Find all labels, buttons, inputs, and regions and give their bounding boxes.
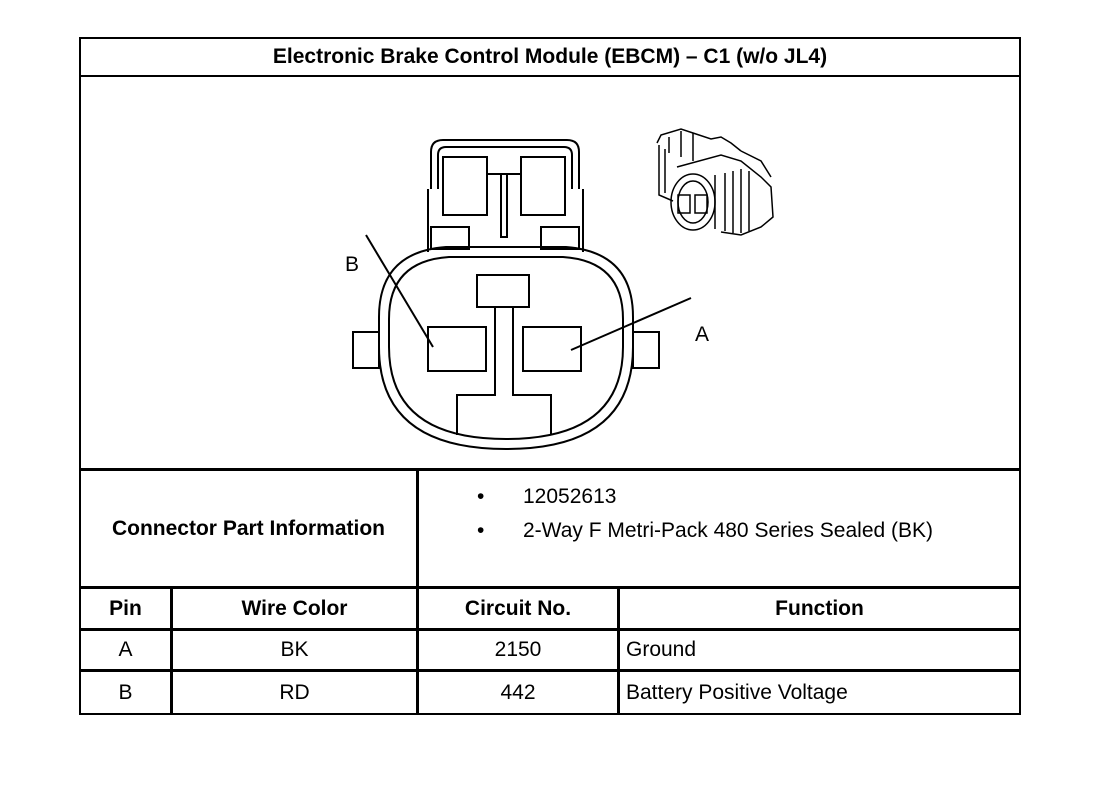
document-title: Electronic Brake Control Module (EBCM) –… — [81, 39, 1019, 77]
table-header-row: Pin Wire Color Circuit No. Function — [81, 589, 1019, 631]
cavity-a — [522, 326, 582, 372]
connector-face-icon — [352, 128, 774, 451]
header-wire-color: Wire Color — [173, 589, 419, 628]
cavity-divider — [456, 274, 552, 435]
pin-label-a: A — [695, 323, 710, 346]
cell-wire-color: BK — [173, 631, 419, 669]
table-row: B RD 442 Battery Positive Voltage — [81, 672, 1019, 713]
cavity-b — [427, 326, 487, 372]
header-pin: Pin — [81, 589, 173, 628]
cell-circuit: 442 — [419, 672, 620, 713]
header-function: Function — [775, 596, 864, 620]
table-row: A BK 2150 Ground — [81, 631, 1019, 672]
connector-3d-icon — [656, 128, 774, 236]
cell-pin: A — [81, 631, 173, 669]
connector-document: Electronic Brake Control Module (EBCM) –… — [79, 37, 1021, 715]
leader-line-a — [570, 297, 692, 351]
cell-wire-color: RD — [173, 672, 419, 713]
cell-function: Ground — [626, 638, 697, 661]
connector-info-label: Connector Part Information — [81, 471, 419, 586]
leader-line-b — [365, 234, 434, 348]
cell-circuit: 2150 — [419, 631, 620, 669]
cell-function: Battery Positive Voltage — [626, 680, 848, 704]
pin-label-b: B — [345, 253, 360, 276]
connector-info-list: • 12052613 • 2-Way F Metri-Pack 480 Seri… — [419, 471, 1019, 586]
part-number: 12052613 — [523, 485, 617, 508]
connector-description: 2-Way F Metri-Pack 480 Series Sealed (BK… — [523, 519, 934, 542]
pin-table: Pin Wire Color Circuit No. Function A BK… — [81, 589, 1019, 713]
cell-pin: B — [81, 672, 173, 713]
connector-latch — [427, 139, 584, 252]
connector-housing — [352, 246, 660, 451]
bullet-icon: • — [477, 519, 485, 542]
connector-part-information: Connector Part Information • 12052613 • … — [81, 471, 1019, 589]
bullet-icon: • — [477, 485, 485, 508]
header-circuit: Circuit No. — [419, 589, 620, 628]
connector-diagram: B A — [81, 77, 1019, 471]
